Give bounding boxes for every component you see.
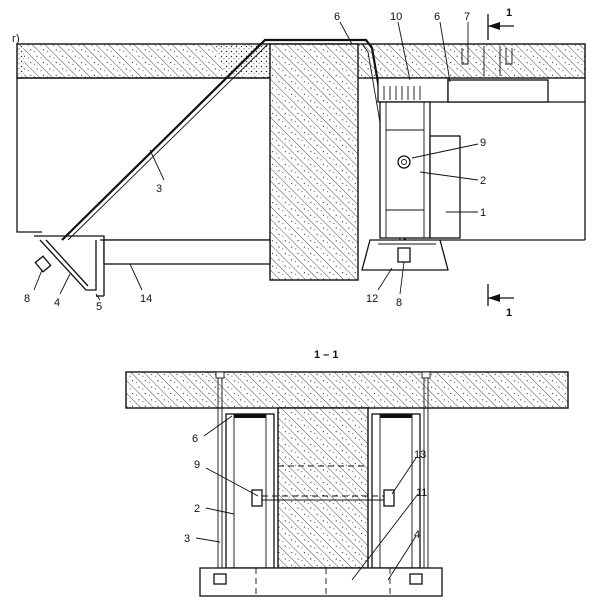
cut-mark-top: 1 [487, 7, 514, 40]
main-beam-outline [16, 78, 42, 233]
cut-mark-bottom-label: 1 [506, 307, 512, 319]
bolt-8-right [397, 247, 411, 263]
label-12: 12 [366, 293, 378, 305]
section-label-3: 3 [184, 533, 190, 545]
section-label-6: 6 [192, 433, 198, 445]
top-plate-10 [377, 77, 449, 103]
label-10: 10 [390, 11, 402, 23]
section-label-4: 4 [414, 529, 420, 541]
cut-mark-top-label: 1 [506, 7, 512, 19]
bolt-8-left [34, 255, 52, 273]
plate-10-hatch [383, 86, 421, 100]
column-section [277, 407, 369, 569]
label-8-right: 8 [396, 297, 402, 309]
section-label-13: 13 [414, 449, 426, 461]
channel-2 [379, 101, 431, 239]
label-8-left: 8 [24, 293, 30, 305]
base-beam-4 [199, 567, 443, 597]
label-4: 4 [54, 297, 60, 309]
label-6-column-top: 6 [334, 11, 340, 23]
section-view-1-1: 1 – 1 [125, 349, 569, 597]
angle-6-right [447, 79, 549, 103]
column-elevation [269, 43, 359, 281]
section-label-11: 11 [416, 487, 427, 499]
elevation-view: г) [12, 7, 586, 319]
section-leaders [195, 415, 419, 581]
label-5: 5 [96, 301, 102, 313]
label-2: 2 [480, 175, 486, 187]
section-title: 1 – 1 [314, 349, 338, 361]
label-3: 3 [156, 183, 162, 195]
nut-right-13 [383, 489, 395, 507]
section-label-9: 9 [194, 459, 200, 471]
left-bracket-4 [34, 235, 105, 240]
figure-tag: г) [12, 33, 20, 45]
right-channel-section [371, 371, 431, 570]
bottom-beam-14 [103, 239, 271, 265]
elevation-leaders [33, 21, 479, 301]
cut-mark-bottom: 1 [487, 284, 514, 319]
bolt-9 [397, 155, 411, 169]
nut-left [251, 489, 263, 507]
label-6-angle: 6 [434, 11, 440, 23]
label-1: 1 [480, 207, 486, 219]
section-label-2: 2 [194, 503, 200, 515]
left-channel-section [215, 371, 275, 570]
label-9: 9 [480, 137, 486, 149]
label-7: 7 [464, 11, 470, 23]
slab-section [125, 371, 569, 409]
label-14: 14 [140, 293, 152, 305]
